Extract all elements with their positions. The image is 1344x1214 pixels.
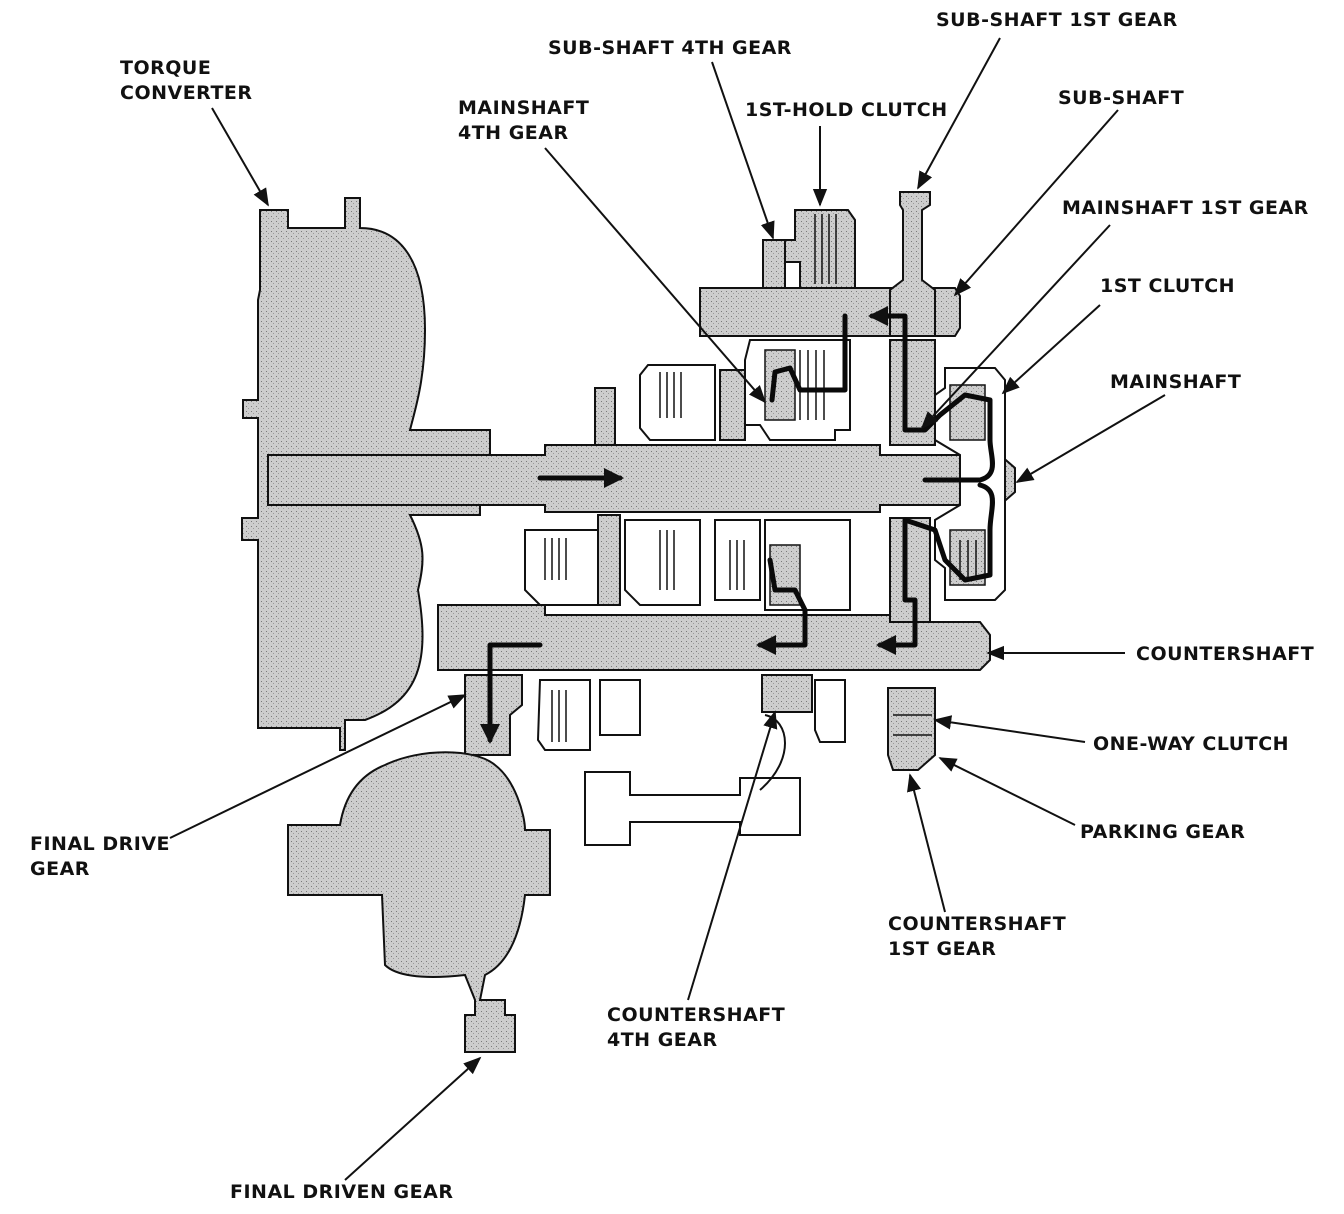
label-first-hold-clutch: 1ST-HOLD CLUTCH [745, 99, 948, 121]
leader-countershaft-1st-gear [907, 773, 946, 913]
leader-first-clutch [1001, 304, 1101, 395]
subshaft-4th-gear-part [762, 239, 786, 289]
label-subshaft-1st-gear: SUB-SHAFT 1ST GEAR [936, 9, 1178, 31]
label-countershaft: COUNTERSHAFT [1136, 643, 1315, 665]
label-parking-gear: PARKING GEAR [1080, 821, 1246, 843]
label-mainshaft-1st-gear: MAINSHAFT 1ST GEAR [1062, 197, 1309, 219]
power-flow-path [480, 306, 995, 744]
final-drive-gear-part [464, 674, 523, 756]
label-torque-converter: TORQUE CONVERTER [120, 57, 253, 104]
label-mainshaft: MAINSHAFT [1110, 371, 1242, 393]
label-subshaft-4th-gear: SUB-SHAFT 4TH GEAR [548, 37, 792, 59]
leader-mainshaft-4th-gear [544, 147, 767, 404]
label-mainshaft-4th-gear: MAINSHAFT 4TH GEAR [458, 97, 590, 144]
leader-final-drive-gear [169, 694, 467, 839]
countershaft-4th-gear-part [761, 674, 813, 713]
leader-lines [169, 37, 1166, 1181]
torque-converter-housing [241, 197, 491, 751]
label-final-driven-gear: FINAL DRIVEN GEAR [230, 1181, 454, 1203]
label-countershaft-4th-gear: COUNTERSHAFT 4TH GEAR [607, 1004, 786, 1051]
label-first-clutch: 1ST CLUTCH [1100, 275, 1236, 297]
countershaft-1st-gear-part [889, 517, 931, 623]
parking-housing [584, 771, 801, 846]
leader-subshaft [953, 109, 1119, 297]
countershaft-body [437, 604, 991, 671]
leader-parking-gear [938, 757, 1076, 826]
label-countershaft-1st-gear: COUNTERSHAFT 1ST GEAR [888, 913, 1067, 960]
leader-subshaft-4th-gear [711, 61, 775, 240]
leader-final-driven-gear [344, 1056, 482, 1181]
leader-countershaft-4th-gear [687, 710, 778, 1001]
first-hold-clutch-part [779, 209, 856, 289]
leader-torque-converter [211, 107, 269, 207]
leader-one-way-clutch [933, 715, 1086, 743]
label-subshaft: SUB-SHAFT [1058, 87, 1185, 109]
label-one-way-clutch: ONE-WAY CLUTCH [1093, 733, 1290, 755]
leader-mainshaft [1015, 394, 1166, 483]
mainshaft-body [267, 444, 1016, 513]
leader-subshaft-1st-gear [917, 37, 1001, 190]
subshaft-1st-gear-part [889, 191, 936, 337]
final-driven-gear-part [287, 751, 551, 1053]
one-way-clutch-part [887, 687, 936, 771]
label-final-drive-gear: FINAL DRIVE GEAR [30, 833, 171, 880]
leader-mainshaft-1st-gear [920, 224, 1111, 430]
